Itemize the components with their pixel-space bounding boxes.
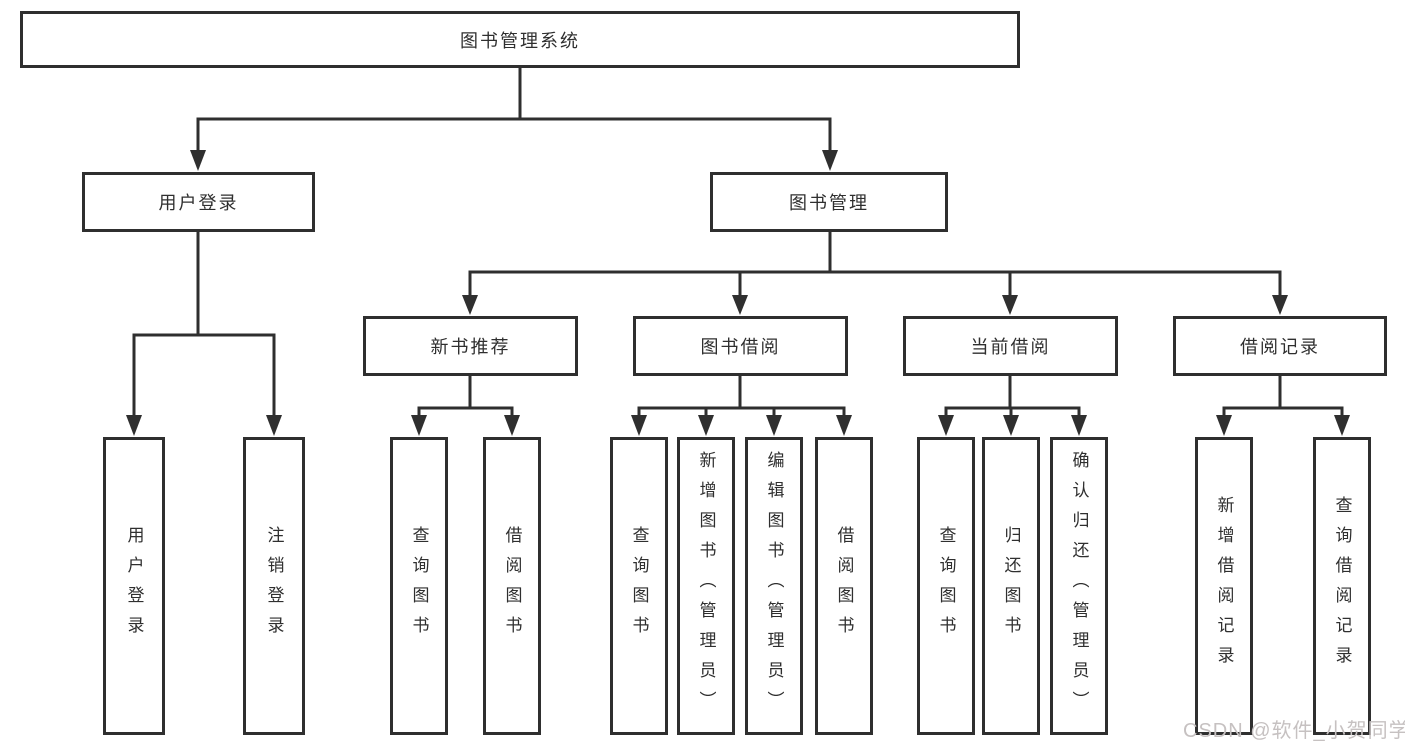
- node-root: 图书管理系统: [20, 11, 1020, 68]
- leaf-add-borrow-record: 新增借阅记录: [1195, 437, 1253, 735]
- leaf-edit-book-admin: 编辑图书（管理员）: [745, 437, 803, 735]
- leaf-logout: 注销登录: [243, 437, 305, 735]
- node-new-book-recommend: 新书推荐: [363, 316, 578, 376]
- node-book-borrow: 图书借阅: [633, 316, 848, 376]
- leaf-borrow-books: 借阅图书: [815, 437, 873, 735]
- node-book-management: 图书管理: [710, 172, 948, 232]
- leaf-add-book-admin: 新增图书（管理员）: [677, 437, 735, 735]
- leaf-confirm-return-admin: 确认归还（管理员）: [1050, 437, 1108, 735]
- leaf-borrow-books-recommend: 借阅图书: [483, 437, 541, 735]
- node-borrow-records: 借阅记录: [1173, 316, 1387, 376]
- node-current-borrow: 当前借阅: [903, 316, 1118, 376]
- leaf-query-books-current: 查询图书: [917, 437, 975, 735]
- leaf-return-books: 归还图书: [982, 437, 1040, 735]
- leaf-user-login: 用户登录: [103, 437, 165, 735]
- leaf-query-books-borrow: 查询图书: [610, 437, 668, 735]
- node-user-login: 用户登录: [82, 172, 315, 232]
- leaf-query-borrow-record: 查询借阅记录: [1313, 437, 1371, 735]
- watermark: CSDN @软件_小贺同学: [1183, 720, 1405, 742]
- leaf-query-books-recommend: 查询图书: [390, 437, 448, 735]
